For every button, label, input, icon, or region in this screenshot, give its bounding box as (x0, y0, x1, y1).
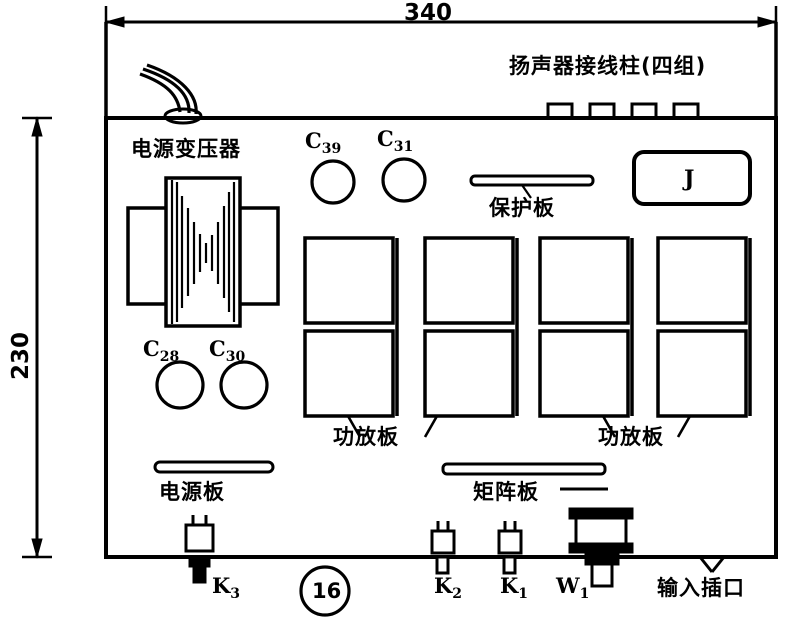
capacitor-c28-letter: C (143, 336, 160, 361)
capacitor-c31-sub: 31 (393, 139, 414, 156)
capacitor-c39-label: C39 (305, 128, 341, 157)
switch-k3-letter: K (212, 573, 231, 598)
potentiometer-w1-label: W1 (556, 573, 589, 602)
switch-k1-sub: 1 (518, 586, 529, 603)
capacitor-c30-body (219, 360, 269, 410)
relay-box (632, 150, 752, 206)
power-board-bar (153, 460, 275, 474)
power-transformer (126, 176, 280, 328)
matrix-board-bar (441, 462, 608, 491)
input-jack-label: 输入插口 (657, 576, 745, 600)
power-cord (139, 63, 203, 125)
speaker-terminals-label: 扬声器接线柱(四组) (509, 54, 707, 78)
amp-board-right-label: 功放板 (598, 425, 664, 449)
switch-k2-body (430, 521, 456, 575)
capacitor-c30-letter: C (209, 336, 226, 361)
power-board-label: 电源板 (159, 480, 225, 504)
relay-box-label: J (684, 166, 695, 192)
capacitor-c39-letter: C (305, 128, 322, 153)
switch-k2-sub: 2 (452, 586, 463, 603)
protection-board-label: 保护板 (489, 196, 555, 220)
capacitor-c31-letter: C (377, 126, 394, 151)
switch-k2-letter: K (434, 573, 453, 598)
capacitor-c30-label: C30 (209, 336, 245, 365)
speaker-terminal-group (546, 102, 700, 118)
amp-leader-lines (346, 415, 692, 438)
left-dimension (22, 116, 52, 559)
matrix-board-label: 矩阵板 (473, 480, 539, 504)
potentiometer-w1-body (568, 507, 634, 588)
input-jack-outline (698, 556, 726, 573)
amp-module-group (303, 236, 752, 418)
dimension-height-label: 230 (8, 331, 34, 380)
amp-board-left-label: 功放板 (333, 425, 399, 449)
capacitor-c39-body (310, 159, 356, 205)
capacitor-c28-sub: 28 (159, 349, 180, 366)
dimension-width-label: 340 (404, 0, 453, 26)
capacitor-circles (155, 157, 427, 410)
potentiometer-w1-letter: W (556, 573, 580, 598)
capacitor-c28-label: C28 (143, 336, 179, 365)
capacitor-c28-body (155, 360, 205, 410)
figure-number-label: 16 (312, 579, 342, 603)
switch-k3-sub: 3 (230, 586, 241, 603)
switch-k2-label: K2 (434, 573, 462, 602)
switch-k3-label: K3 (212, 573, 240, 602)
protection-board-bar (469, 174, 595, 199)
capacitor-c31-body (381, 157, 427, 203)
capacitor-c30-sub: 30 (225, 349, 246, 366)
figure-number-circle (299, 565, 351, 617)
capacitor-c31-label: C31 (377, 126, 413, 155)
switch-k1-letter: K (500, 573, 519, 598)
potentiometer-w1-sub: 1 (579, 586, 590, 603)
capacitor-c39-sub: 39 (321, 141, 342, 158)
switch-k1-body (497, 521, 523, 575)
switch-k3-body (184, 515, 215, 584)
switch-k1-label: K1 (500, 573, 528, 602)
power-transformer-label: 电源变压器 (131, 137, 241, 161)
